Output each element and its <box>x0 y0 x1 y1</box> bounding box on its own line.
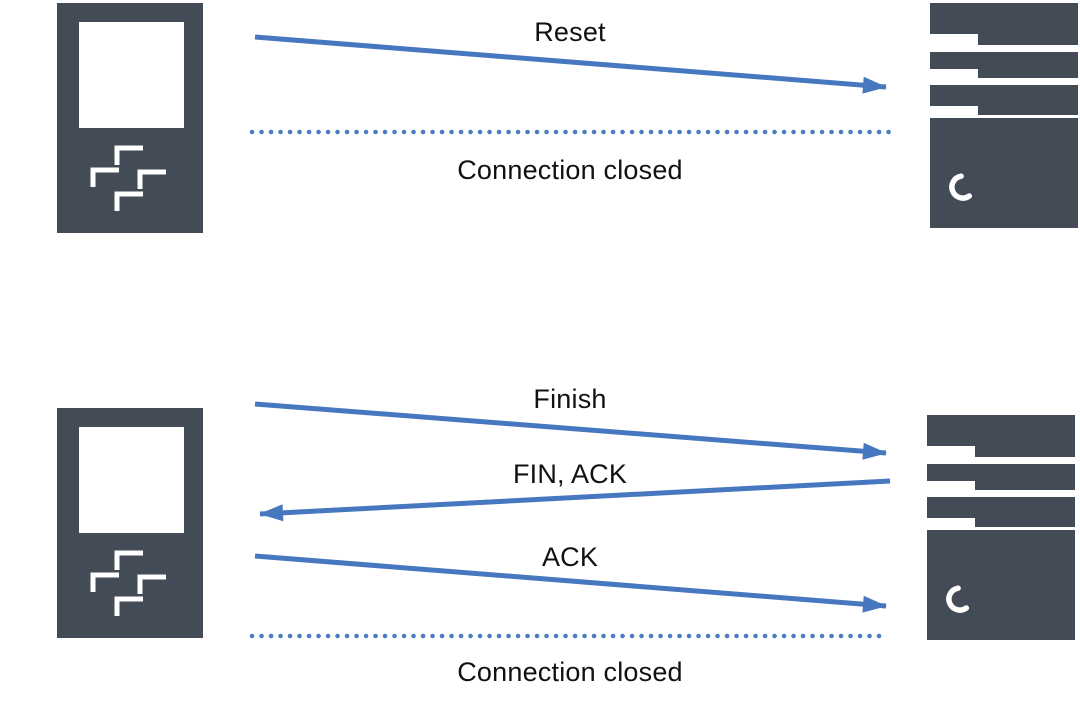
message-label-ack: ACK <box>541 542 599 572</box>
server-icon <box>930 3 1078 228</box>
status-label-connection-closed: Connection closed <box>457 657 683 687</box>
ack-arrow <box>254 553 887 613</box>
message-label-finish: Finish <box>533 384 607 414</box>
client-device-icon <box>57 3 203 233</box>
finish-arrow <box>254 401 887 460</box>
client-device-icon <box>57 408 203 638</box>
reset-arrow <box>254 34 887 94</box>
power-arc-icon <box>946 585 970 613</box>
status-label-connection-closed: Connection closed <box>457 155 683 185</box>
power-arc-icon <box>949 173 973 201</box>
fin-ack-arrow <box>259 478 891 522</box>
message-label-reset: Reset <box>534 17 606 47</box>
server-icon <box>927 415 1075 640</box>
message-label-fin-ack: FIN, ACK <box>512 459 628 489</box>
